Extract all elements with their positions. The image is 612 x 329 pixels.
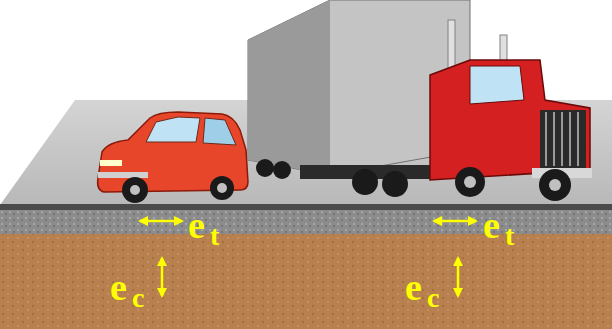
strain-symbol: e (483, 206, 500, 244)
compressive-arrow (457, 258, 460, 296)
strain-symbol: e (188, 206, 205, 244)
subgrade-layer (0, 234, 612, 329)
strain-subscript: c (132, 284, 144, 312)
truck (248, 0, 592, 201)
strain-subscript: t (505, 222, 514, 250)
strain-symbol: e (110, 268, 127, 306)
tensile-arrow (140, 220, 182, 223)
strain-subscript: c (427, 284, 439, 312)
strain-subscript: t (210, 222, 219, 250)
strain-symbol: e (405, 268, 422, 306)
asphalt-layer (0, 204, 612, 210)
base-layer (0, 210, 612, 234)
tensile-arrow (434, 220, 476, 223)
compressive-arrow (161, 258, 164, 296)
car (98, 112, 248, 203)
